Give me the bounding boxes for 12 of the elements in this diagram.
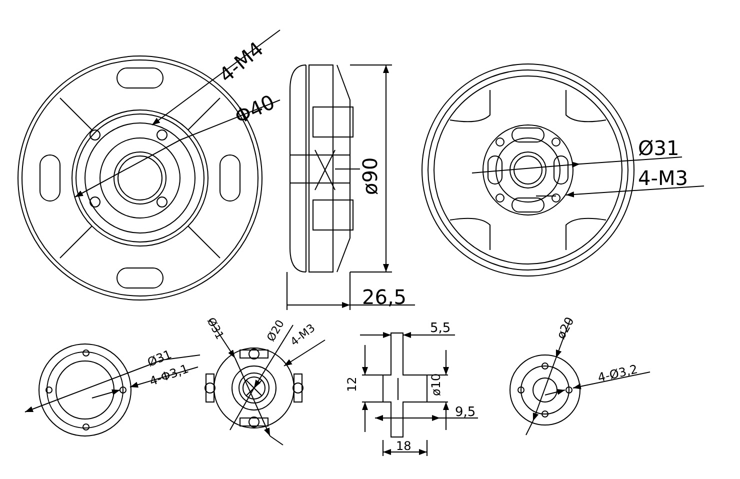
dimension-label: ø20	[554, 315, 576, 341]
dimension-label: Ø31	[146, 348, 174, 369]
dimension-label: Ø31	[638, 138, 680, 158]
dimension-label: 4-M3	[638, 168, 688, 188]
dimension-label: 9,5	[455, 406, 476, 418]
dimension-label: Ø31	[205, 315, 226, 341]
dimension-label: ø90	[360, 157, 380, 195]
dimension-label: 5,5	[430, 322, 451, 334]
dimension-label: 12	[346, 376, 358, 392]
dimension-label: 18	[396, 440, 412, 452]
dimension-label: 4-Ø3,2	[596, 363, 639, 384]
dimension-label: 26,5	[362, 287, 407, 307]
